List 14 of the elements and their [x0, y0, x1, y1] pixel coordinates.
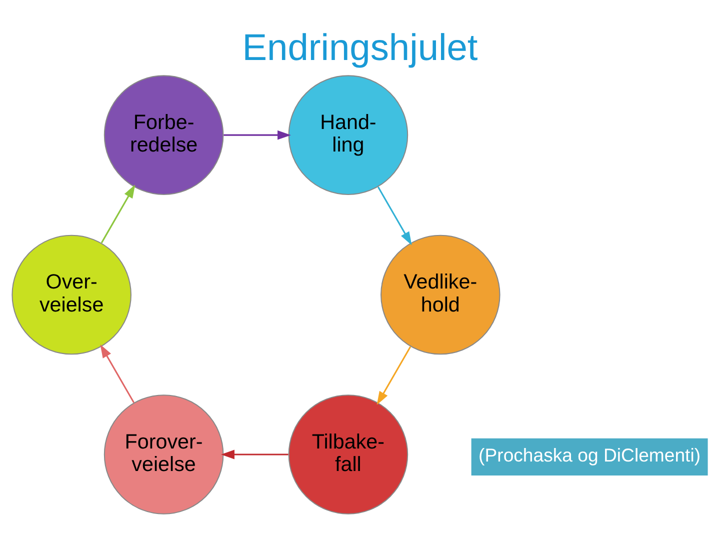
- node-circle: Vedlike- hold: [380, 234, 500, 355]
- arrow: [377, 186, 412, 246]
- node-circle: Tilbake- fall: [288, 394, 408, 514]
- node-circle: Forbe- redelse: [104, 75, 224, 195]
- arrow: [376, 346, 412, 405]
- arrow: [100, 344, 135, 404]
- arrow: [224, 130, 291, 140]
- arrow: [221, 450, 288, 460]
- label: (Prochaska og DiClementi): [478, 444, 701, 466]
- node-circle: Forover- veielse: [104, 394, 224, 514]
- node-circle: Hand- ling: [288, 75, 408, 195]
- node-circle: Over- veielse: [12, 234, 132, 355]
- diagram-title: Endringshjulet: [242, 26, 478, 68]
- arrow: [100, 184, 136, 244]
